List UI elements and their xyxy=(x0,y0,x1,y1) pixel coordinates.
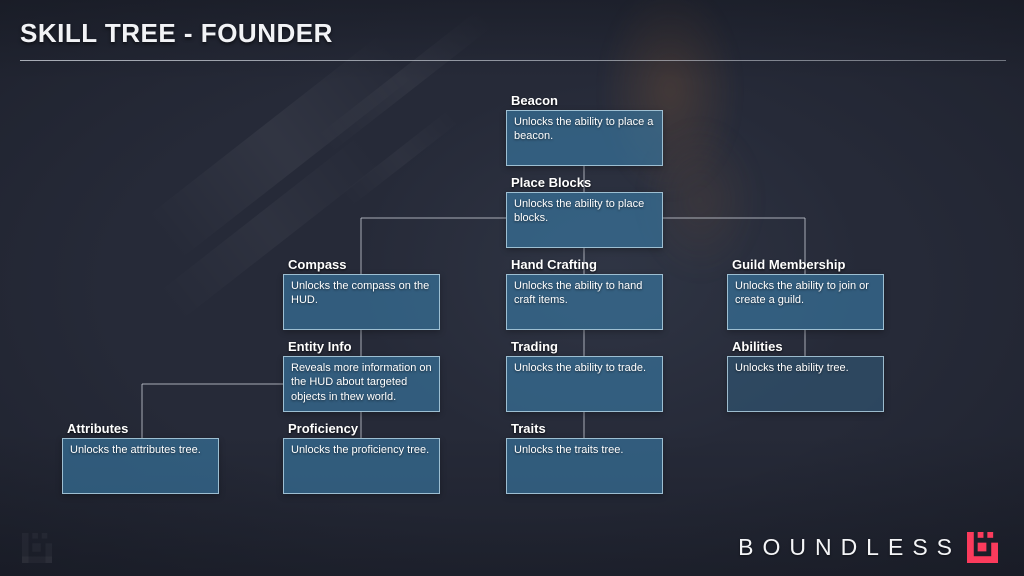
skill-node-place-blocks: Place Blocks Unlocks the ability to plac… xyxy=(506,175,663,248)
boundless-logo-icon xyxy=(967,531,998,563)
skill-node-traits: Traits Unlocks the traits tree. xyxy=(506,421,663,494)
skill-node-abilities: Abilities Unlocks the ability tree. xyxy=(727,339,884,412)
skill-description: Unlocks the ability to place blocks. xyxy=(514,198,645,225)
skill-node-beacon: Beacon Unlocks the ability to place a be… xyxy=(506,93,663,166)
skill-label: Attributes xyxy=(67,421,129,436)
skill-description: Unlocks the ability to trade. xyxy=(514,362,647,374)
title-divider xyxy=(20,60,1006,61)
skill-label: Beacon xyxy=(511,93,558,108)
skill-box xyxy=(283,356,440,412)
brand-name: BOUNDLESS xyxy=(738,533,961,560)
skill-node-hand-crafting: Hand Crafting Unlocks the ability to han… xyxy=(506,257,663,330)
skill-description: Unlocks the proficiency tree. xyxy=(291,444,430,456)
skill-description: Unlocks the ability tree. xyxy=(735,362,849,374)
skill-description: Unlocks the ability to hand craft items. xyxy=(514,280,643,307)
skill-box xyxy=(62,438,219,494)
skill-label: Traits xyxy=(511,421,546,436)
skill-box xyxy=(283,274,440,330)
skill-label: Place Blocks xyxy=(511,175,592,190)
skill-description: Reveals more information on the HUD abou… xyxy=(291,362,432,403)
skill-box xyxy=(727,274,884,330)
skill-label: Compass xyxy=(288,257,347,272)
skill-node-attributes: Attributes Unlocks the attributes tree. xyxy=(62,421,219,494)
skill-description: Unlocks the ability to place a beacon. xyxy=(514,116,654,143)
skill-description: Unlocks the traits tree. xyxy=(514,444,624,456)
skill-box xyxy=(727,356,884,412)
boundless-watermark-icon xyxy=(20,533,54,563)
page-title: SKILL TREE - FOUNDER xyxy=(20,18,333,48)
skill-label: Hand Crafting xyxy=(511,257,597,272)
skill-label: Guild Membership xyxy=(732,257,846,272)
skill-node-entity-info: Entity Info Reveals more information on … xyxy=(283,339,440,412)
skill-box xyxy=(506,356,663,412)
skill-node-trading: Trading Unlocks the ability to trade. xyxy=(506,339,663,412)
skill-label: Entity Info xyxy=(288,339,352,354)
skill-description: Unlocks the ability to join or create a … xyxy=(735,280,869,307)
skill-box xyxy=(283,438,440,494)
skill-description: Unlocks the attributes tree. xyxy=(70,444,201,456)
skill-label: Abilities xyxy=(732,339,783,354)
skill-node-compass: Compass Unlocks the compass on the HUD. xyxy=(283,257,440,330)
skill-box xyxy=(506,192,663,248)
skill-box xyxy=(506,438,663,494)
skill-box xyxy=(506,274,663,330)
skill-description: Unlocks the compass on the HUD. xyxy=(291,280,430,307)
skill-label: Proficiency xyxy=(288,421,359,436)
brand-logo: BOUNDLESS xyxy=(738,530,998,564)
skill-node-proficiency: Proficiency Unlocks the proficiency tree… xyxy=(283,421,440,494)
skill-label: Trading xyxy=(511,339,558,354)
skill-box xyxy=(506,110,663,166)
skill-node-guild-membership: Guild Membership Unlocks the ability to … xyxy=(727,257,884,330)
